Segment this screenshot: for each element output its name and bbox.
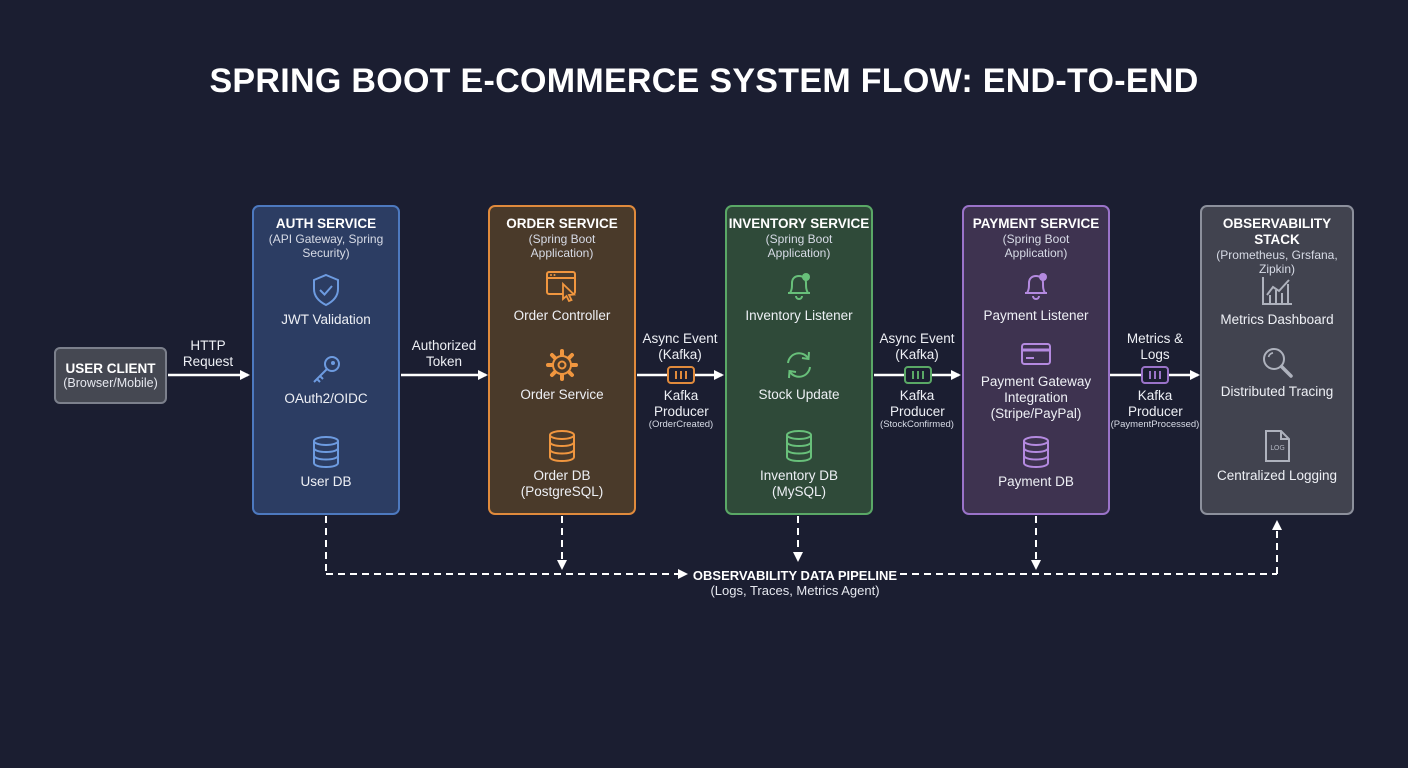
service-subtitle: (Spring Boot Application) [1002, 232, 1070, 260]
item-label: Stock Update [758, 387, 840, 402]
service-subtitle: (Prometheus, Grsfana, Zipkin) [1216, 248, 1338, 276]
item-label: User DB [300, 474, 352, 489]
inventory-service-box: INVENTORY SERVICE (Spring Boot Applicati… [725, 205, 873, 515]
http-request-label: HTTP Request [182, 338, 234, 369]
item-label: Inventory Listener [745, 308, 853, 323]
producer-label: Kafka Producer [654, 388, 709, 419]
item-label: Order Controller [513, 308, 611, 323]
bell-icon [788, 273, 810, 301]
log-file-icon: LOG [1265, 430, 1290, 462]
payment-item-gateway: Payment Gateway Integration (Stripe/PayP… [964, 339, 1108, 422]
item-label: Order DB (PostgreSQL) [520, 468, 604, 499]
item-label: Payment Gateway Integration (Stripe/PayP… [980, 374, 1092, 421]
auth-item-userdb: User DB [254, 435, 398, 490]
shield-check-icon [313, 273, 339, 307]
observability-item-metrics: Metrics Dashboard [1202, 275, 1352, 328]
authorized-token-label: Authorized Token [411, 338, 477, 369]
magnifier-icon [1263, 348, 1293, 378]
user-client-box: USER CLIENT (Browser/Mobile) [54, 347, 167, 404]
payment-item-listener: Payment Listener [964, 269, 1108, 324]
observability-item-logging: LOG Centralized Logging [1202, 429, 1352, 484]
pipeline-title: OBSERVABILITY DATA PIPELINE [692, 568, 898, 583]
event-name: (OrderCreated) [648, 419, 714, 430]
database-icon [1023, 436, 1049, 469]
inventory-payment-producer: Kafka Producer (StockConfirmed) [870, 388, 964, 431]
service-subtitle: (Spring Boot Application) [528, 232, 596, 260]
item-label: Payment DB [998, 474, 1074, 489]
event-name: (StockConfirmed) [880, 419, 954, 430]
service-title: OBSERVABILITY STACK [1222, 216, 1332, 247]
order-item-db: Order DB (PostgreSQL) [490, 429, 634, 500]
producer-label: Kafka Producer [890, 388, 945, 419]
item-label: Order Service [520, 387, 604, 402]
credit-card-icon [1021, 343, 1051, 365]
service-title: ORDER SERVICE [506, 216, 618, 231]
inventory-item-listener: Inventory Listener [727, 269, 871, 324]
item-label: OAuth2/OIDC [284, 391, 368, 406]
item-label: Centralized Logging [1216, 468, 1338, 483]
service-title: AUTH SERVICE [275, 216, 377, 231]
key-icon [313, 356, 340, 383]
order-inventory-event-label: Async Event (Kafka) [642, 331, 718, 362]
chart-icon [1262, 277, 1292, 305]
payment-item-db: Payment DB [964, 435, 1108, 490]
browser-click-icon [546, 271, 577, 303]
event-name: (PaymentProcessed) [1110, 419, 1200, 430]
database-icon [786, 430, 812, 463]
bell-icon [1025, 273, 1047, 301]
inventory-payment-event-label: Async Event (Kafka) [879, 331, 955, 362]
inventory-item-stock: Stock Update [727, 348, 871, 403]
kafka-connector-icon [904, 366, 932, 384]
kafka-connector-icon [1141, 366, 1169, 384]
producer-label: Kafka Producer [1128, 388, 1183, 419]
inventory-item-db: Inventory DB (MySQL) [727, 429, 871, 500]
auth-item-oauth: OAuth2/OIDC [254, 354, 398, 407]
item-label: Metrics Dashboard [1220, 312, 1334, 327]
service-title: INVENTORY SERVICE [728, 216, 870, 231]
service-subtitle: (Spring Boot Application) [765, 232, 833, 260]
item-label: Payment Listener [983, 308, 1089, 323]
auth-service-box: AUTH SERVICE (API Gateway, Spring Securi… [252, 205, 400, 515]
order-service-box: ORDER SERVICE (Spring Boot Application) … [488, 205, 636, 515]
kafka-connector-icon [667, 366, 695, 384]
payment-service-box: PAYMENT SERVICE (Spring Boot Application… [962, 205, 1110, 515]
order-inventory-producer: Kafka Producer (OrderCreated) [636, 388, 726, 431]
svg-text:LOG: LOG [1270, 444, 1285, 452]
observability-stack-box: OBSERVABILITY STACK (Prometheus, Grsfana… [1200, 205, 1354, 515]
order-item-service: Order Service [490, 348, 634, 403]
item-label: Distributed Tracing [1220, 384, 1334, 399]
payment-observability-producer: Kafka Producer (PaymentProcessed) [1106, 388, 1204, 431]
pipeline-subtitle: (Logs, Traces, Metrics Agent) [710, 583, 880, 598]
database-icon [549, 430, 575, 463]
diagram-title: SPRING BOOT E-COMMERCE SYSTEM FLOW: END-… [209, 62, 1199, 100]
database-icon [313, 436, 339, 469]
service-subtitle: (API Gateway, Spring Security) [268, 232, 384, 260]
item-label: JWT Validation [281, 312, 371, 327]
order-item-controller: Order Controller [490, 269, 634, 324]
refresh-icon [787, 351, 811, 379]
user-client-subtitle: (Browser/Mobile) [63, 376, 158, 390]
gear-icon [546, 349, 578, 381]
observability-item-tracing: Distributed Tracing [1202, 345, 1352, 400]
observability-pipeline-label: OBSERVABILITY DATA PIPELINE (Logs, Trace… [610, 568, 980, 599]
item-label: Inventory DB (MySQL) [759, 468, 839, 499]
metrics-logs-label: Metrics & Logs [1126, 331, 1184, 362]
auth-item-jwt: JWT Validation [254, 273, 398, 328]
service-title: PAYMENT SERVICE [972, 216, 1100, 231]
user-client-title: USER CLIENT [65, 361, 156, 376]
